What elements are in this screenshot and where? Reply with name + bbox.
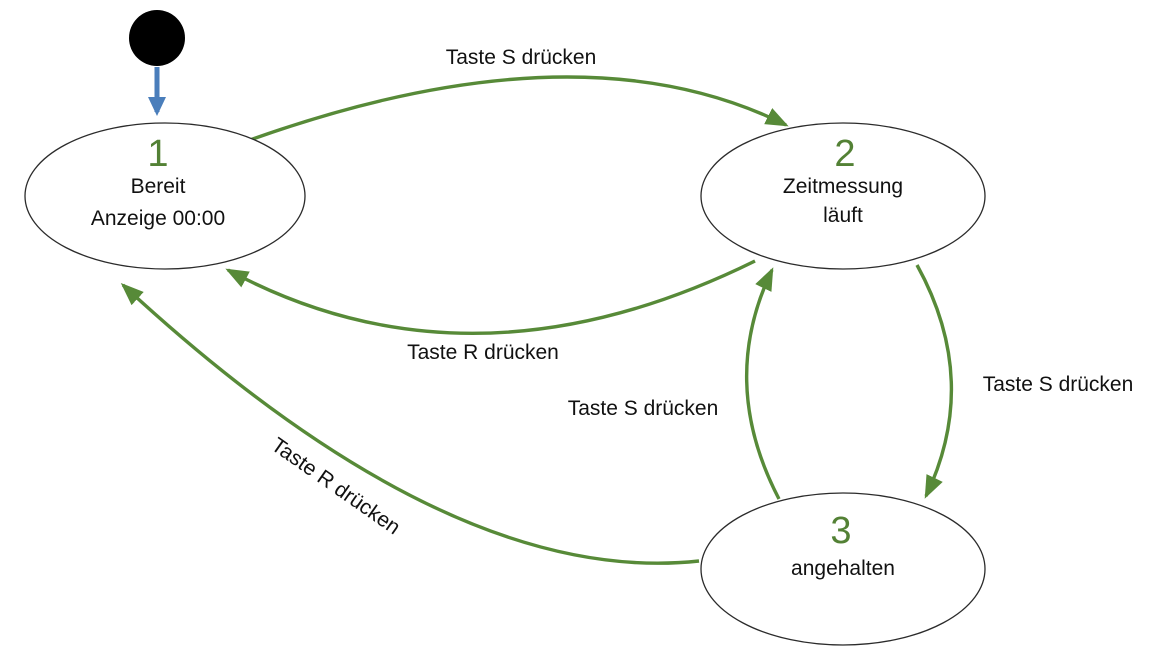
state-2-ellipse	[700, 122, 986, 270]
transition-2-to-1-arrow	[225, 259, 756, 335]
state-2-number: 2	[834, 133, 855, 175]
state-3-number: 3	[830, 510, 851, 552]
state-1-label-line2: Anzeige 00:00	[91, 207, 225, 230]
transition-3-to-2-label: Taste S drücken	[568, 397, 719, 420]
state-2-label-line2: läuft	[823, 204, 863, 227]
transition-2-to-3-arrow	[915, 264, 954, 499]
transition-2-to-3-label: Taste S drücken	[983, 373, 1134, 396]
state-angehalten: 3 angehalten	[700, 492, 986, 646]
transition-3-to-2-arrow	[745, 267, 781, 500]
initial-state-dot	[129, 10, 185, 66]
state-bereit: 1 Bereit Anzeige 00:00	[24, 122, 306, 270]
state-2-label-line1: Zeitmessung	[783, 175, 903, 198]
transition-3-to-1-arrow	[120, 282, 700, 565]
transition-2-to-1-label: Taste R drücken	[407, 341, 559, 364]
state-1-label-line1: Bereit	[131, 175, 186, 198]
state-3-ellipse	[700, 492, 986, 646]
state-1-ellipse	[24, 122, 306, 270]
transition-3-to-1-label: Taste R drücken	[267, 433, 404, 539]
transition-1-to-2-arrow	[249, 75, 789, 142]
state-zeitmessung-laeuft: 2 Zeitmessung läuft	[700, 122, 986, 270]
state-3-label-line1: angehalten	[791, 557, 895, 580]
state-1-number: 1	[147, 133, 168, 175]
transition-1-to-2-label: Taste S drücken	[446, 46, 597, 69]
